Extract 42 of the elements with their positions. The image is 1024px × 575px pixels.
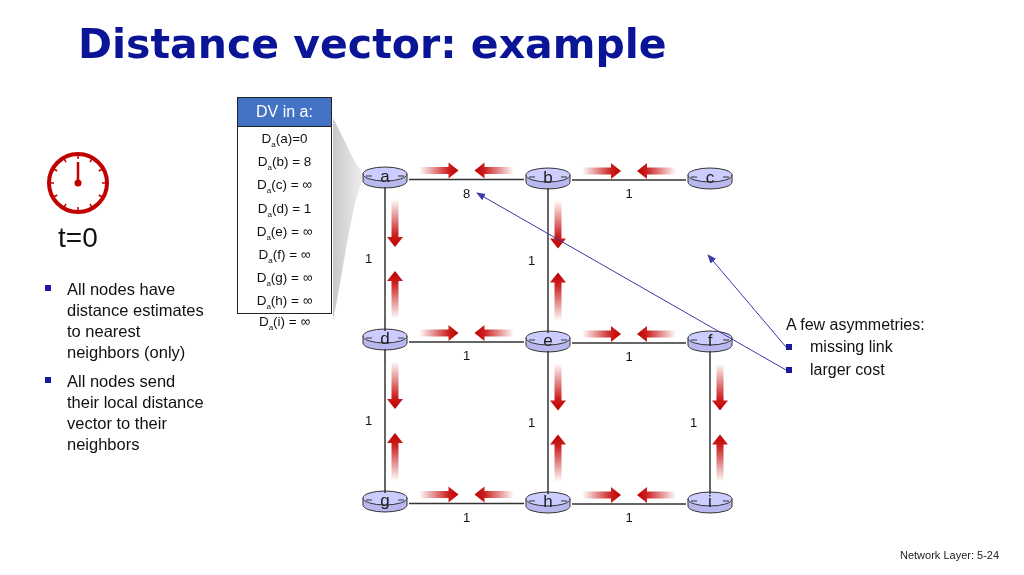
table-row-text: D$_{a}$(e) = ∞ [255, 222, 314, 243]
link-line [547, 187, 549, 334]
link-line [571, 503, 687, 505]
bullet-text: All nodes have distance estimates to nearest neighbors (only) [67, 279, 205, 363]
link-line [571, 342, 687, 344]
table-row-text: D$_{a}$(h) = ∞ [255, 292, 314, 313]
edge-label: 1 [624, 350, 634, 364]
time-label: t=0 [58, 222, 98, 254]
link-line [408, 341, 525, 343]
edge-label: 1 [624, 511, 634, 525]
slide-title: Distance vector: example [78, 20, 667, 68]
table-row-text: D$_{a}$(g) = ∞ [255, 269, 314, 290]
link-line [571, 179, 687, 181]
edge-label: 1 [689, 415, 699, 430]
table-header: DV in a: [238, 98, 331, 127]
edge-label: 1 [364, 252, 374, 266]
edge-label: 1 [462, 349, 472, 363]
heading-text: A few asymmetries: [786, 315, 925, 335]
bullet-text: All nodes send their local distance vector to their neighbors [67, 371, 205, 455]
link-line [709, 350, 711, 495]
edge-label: 1 [527, 415, 537, 430]
link-line [384, 186, 386, 332]
link-line [384, 348, 386, 494]
edge-label: 1 [364, 414, 374, 428]
edge-label: 1 [527, 253, 537, 268]
link-line [408, 178, 525, 181]
link-line [547, 350, 549, 495]
table-row-text: D$_{a}$(c) = ∞ [256, 176, 313, 197]
table-row-text: D$_{a}$(i) = ∞ [257, 312, 312, 333]
table-row-text: D$_{a}$(d) = 1 [256, 199, 313, 220]
bullet-text: missing link [810, 337, 893, 357]
table-row-text: D$_{a}$(f) = ∞ [257, 245, 312, 267]
link-line [408, 502, 525, 505]
leader-line [476, 192, 787, 371]
table-row-text: D$_{a}$(a)=0 [260, 130, 309, 151]
table-row-text: D$_{a}$(b) = 8 [256, 153, 313, 174]
edge-label: 8 [462, 186, 472, 201]
leader-line [707, 254, 787, 348]
page-number: Network Layer: 5-24 [900, 549, 1000, 561]
edge-label: 1 [462, 510, 472, 525]
bullet-text: larger cost [810, 360, 885, 380]
edge-label: 1 [624, 187, 634, 201]
